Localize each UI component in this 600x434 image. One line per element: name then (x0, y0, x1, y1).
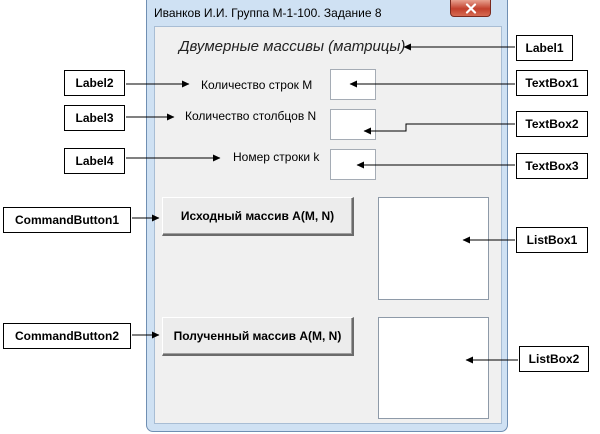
window-title: Иванков И.И. Группа М-1-100. Задание 8 (154, 6, 382, 20)
label1-heading: Двумерные массивы (матрицы) (179, 38, 406, 55)
callout-label1: Label1 (516, 35, 573, 61)
title-bar[interactable]: Иванков И.И. Группа М-1-100. Задание 8 (147, 0, 507, 26)
commandbutton2-result-array[interactable]: Полученный массив A(M, N) (162, 317, 354, 356)
textbox3-row-k-input[interactable] (330, 149, 376, 180)
label3-cols: Количество столбцов N (185, 109, 317, 123)
callout-listbox1: ListBox1 (516, 227, 588, 253)
close-button[interactable] (450, 0, 491, 17)
label4-row-k: Номер строки k (233, 150, 320, 164)
textbox2-cols-input[interactable] (330, 109, 376, 140)
callout-textbox3: TextBox3 (516, 153, 588, 179)
textbox1-rows-input[interactable] (330, 69, 376, 100)
form-client-area: Двумерные массивы (матрицы) Количество с… (154, 26, 502, 424)
callout-label2: Label2 (64, 70, 125, 96)
callout-textbox2: TextBox2 (516, 111, 588, 137)
callout-commandbutton1: CommandButton1 (3, 207, 131, 233)
callout-label4: Label4 (64, 148, 125, 174)
commandbutton1-source-array[interactable]: Исходный массив A(M, N) (162, 197, 354, 236)
listbox1-source[interactable] (378, 197, 489, 300)
callout-commandbutton2: CommandButton2 (3, 323, 131, 349)
listbox2-result[interactable] (378, 317, 489, 419)
callout-label3: Label3 (64, 105, 125, 131)
close-icon (465, 2, 476, 14)
callout-listbox2: ListBox2 (519, 346, 589, 372)
label2-rows: Количество строк M (201, 78, 313, 92)
callout-textbox1: TextBox1 (516, 70, 588, 96)
form-window: Иванков И.И. Группа М-1-100. Задание 8 Д… (146, 0, 508, 432)
